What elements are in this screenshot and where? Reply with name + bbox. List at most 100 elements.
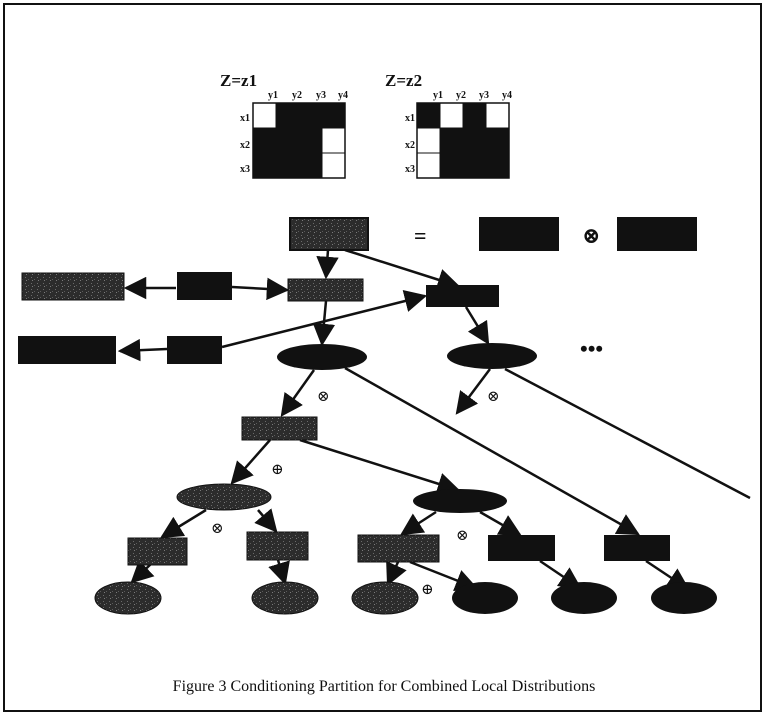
times-operator-2: ⊗	[487, 389, 500, 405]
matrix-cell	[252, 102, 277, 129]
matrix-z1-title: Z=z1	[220, 71, 257, 90]
ellipsis-dots: •••	[580, 336, 603, 361]
edge-root-to-n2	[344, 248, 461, 291]
matrix-cell	[298, 102, 323, 129]
matrix-cell	[321, 102, 346, 129]
matrix-cell	[275, 102, 300, 129]
plus-operator-2: ⊕	[421, 582, 434, 598]
matrix-z2-col-y2: y2	[456, 90, 466, 101]
matrix-cell	[321, 152, 346, 179]
equals-symbol: =	[414, 223, 427, 248]
leaf-4	[452, 582, 518, 614]
matrix-cell	[485, 127, 510, 154]
matrix-cell	[416, 102, 441, 129]
edge-e4-to-n6b	[479, 510, 522, 537]
matrix-cell	[275, 152, 300, 179]
leaf-3	[351, 581, 419, 615]
matrix-cell	[416, 127, 441, 154]
edge-e3-to-n5	[254, 508, 278, 533]
edges	[117, 248, 751, 592]
matrix-z2: Z=z2 y1 y2 y3 y4 x1 x2 x3	[385, 71, 512, 179]
edge-e2-long	[504, 367, 751, 500]
matrix-z1-col-y4: y4	[338, 90, 348, 101]
matrix-cell	[439, 127, 464, 154]
left-box-1	[21, 272, 125, 301]
ellipse-node-1	[277, 344, 367, 370]
times-operator-4: ⊗	[456, 528, 469, 544]
partition-node-2	[426, 285, 499, 307]
partition-node-1	[287, 278, 364, 302]
edge-n5-to-leaf2	[268, 559, 290, 586]
leaf-1	[94, 581, 162, 615]
edge-b-to-leftbox	[117, 338, 168, 362]
matrix-cell	[321, 127, 346, 154]
ellipse-node-3	[176, 483, 272, 511]
edge-n6a-to-leaf4	[409, 560, 479, 592]
ellipse-node-4	[413, 489, 507, 513]
ellipse-node-2	[447, 343, 537, 369]
matrix-z2-col-y3: y3	[479, 90, 489, 101]
matrix-border	[416, 102, 510, 179]
matrix-cell	[252, 127, 277, 154]
edge-e4-to-n6a	[400, 510, 437, 536]
matrix-cell	[439, 152, 464, 179]
matrix-z1-row-x3: x3	[240, 164, 250, 175]
matrix-z1-row-x2: x2	[240, 140, 250, 151]
matrix-z2-grid	[416, 102, 510, 179]
matrix-cell	[439, 102, 464, 129]
matrix-z1-col-y1: y1	[268, 90, 278, 101]
partition-node-5	[246, 531, 309, 561]
partition-node-3	[241, 416, 318, 441]
matrix-cell	[462, 152, 487, 179]
partition-node-7	[604, 535, 670, 561]
edge-n3-to-e4	[299, 438, 461, 495]
matrix-z1-col-y3: y3	[316, 90, 326, 101]
edge-n4-to-leaf1	[130, 559, 155, 584]
edge-root-to-n1	[316, 249, 339, 280]
root-partition-node	[289, 217, 369, 251]
matrix-cell	[416, 152, 441, 179]
partition-node-4	[127, 537, 188, 566]
left-box-2	[18, 336, 116, 364]
matrix-z2-col-y4: y4	[502, 90, 512, 101]
matrix-cell	[275, 127, 300, 154]
equation-factor-2	[617, 217, 697, 251]
matrix-z2-row-x3: x3	[405, 164, 415, 175]
times-operator-3: ⊗	[211, 521, 224, 537]
edge-n2-to-e2	[464, 306, 490, 345]
edge-a-to-n1	[231, 277, 290, 301]
edge-n6a-to-leaf3	[386, 560, 407, 587]
matrix-z2-row-x2: x2	[405, 140, 415, 151]
matrix-z1-grid	[252, 102, 346, 179]
figure-caption: Figure 3 Conditioning Partition for Comb…	[172, 678, 596, 695]
matrix-cell	[462, 102, 487, 129]
plus-operator-1: ⊕	[271, 462, 284, 478]
tensor-product-symbol: ⊗	[582, 223, 600, 248]
edge-e2-down	[455, 368, 491, 415]
matrix-z2-row-x1: x1	[405, 113, 415, 124]
leaf-2	[251, 581, 319, 615]
partition-node-6b	[488, 535, 555, 561]
matrix-z2-title: Z=z2	[385, 71, 422, 90]
edge-n1-to-e1	[312, 300, 336, 347]
matrix-z1-col-y2: y2	[292, 90, 302, 101]
partition-node-6a	[357, 534, 440, 563]
matrix-cell	[485, 152, 510, 179]
matrix-cell	[485, 102, 510, 129]
matrix-cell	[462, 127, 487, 154]
variable-box-a	[177, 272, 232, 300]
matrix-cell	[298, 127, 323, 154]
times-operator-1: ⊗	[317, 389, 330, 405]
leaf-6	[651, 582, 717, 614]
edge-e1-to-n3	[280, 369, 316, 417]
matrix-z2-col-y1: y1	[433, 90, 443, 101]
edge-e1-to-n7	[344, 366, 640, 536]
matrix-cell	[298, 152, 323, 179]
matrix-z1-row-x1: x1	[240, 113, 250, 124]
edge-e3-to-n4	[160, 508, 207, 539]
matrix-border	[252, 102, 346, 179]
edge-n3-to-e3	[230, 439, 271, 485]
leaf-5	[551, 582, 617, 614]
matrix-z1: Z=z1 y1 y2 y3 y4 x1 x2 x3	[220, 71, 348, 179]
